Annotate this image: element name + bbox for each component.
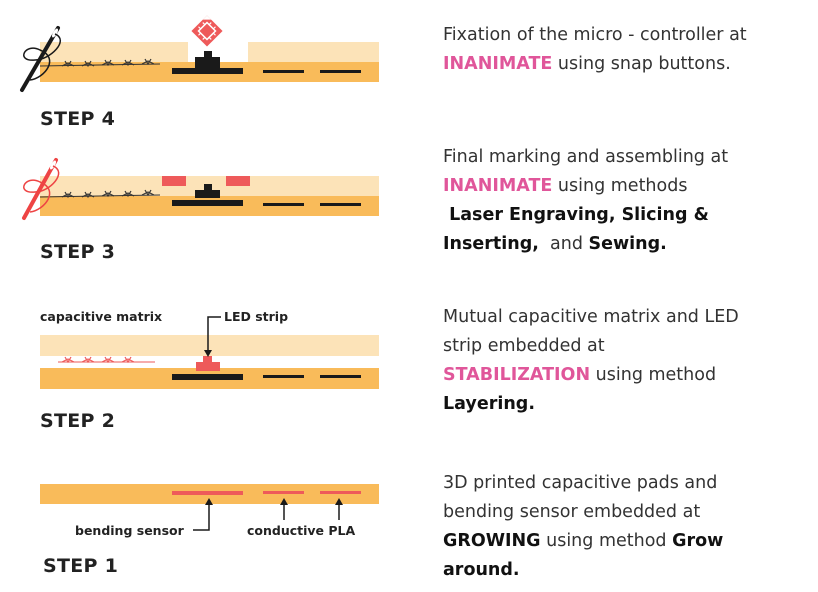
description-line: Layering. (443, 390, 803, 419)
step-1-diagram (40, 484, 379, 531)
pad-conductor (263, 203, 304, 206)
pad-conductor (263, 70, 304, 73)
pad-conductor (320, 375, 361, 378)
top-fabric-layer (248, 42, 379, 62)
step-3-diagram (22, 158, 379, 220)
arrow-up-icon (205, 498, 213, 505)
description-text: using methods (552, 176, 688, 196)
step-3-label: STEP 3 (40, 241, 116, 263)
description-line: Final marking and assembling at (443, 143, 803, 172)
pad-conductor (172, 374, 243, 380)
step-3-description: Final marking and assembling at INANIMATE… (443, 143, 803, 259)
conductive-pla-label: conductive PLA (247, 523, 356, 538)
description-text: bending sensor embedded at (443, 502, 701, 522)
bending-sensor-label: bending sensor (75, 523, 184, 538)
led-marker (162, 176, 186, 186)
top-fabric-layer (40, 335, 379, 356)
description-line: STABILIZATION using method (443, 361, 803, 390)
capacitive-pad (320, 491, 361, 494)
description-text: and (538, 234, 589, 254)
snap-base (195, 57, 220, 68)
snap-base (204, 184, 212, 190)
needle-thread-icon (22, 158, 60, 220)
description-line: around. (443, 556, 803, 585)
description-text: using method (540, 531, 673, 551)
step-4-label: STEP 4 (40, 108, 116, 130)
method-name: around. (443, 560, 520, 580)
description-text: using method (590, 365, 717, 385)
description-line: bending sensor embedded at (443, 498, 803, 527)
led-strip (196, 362, 220, 371)
pad-conductor (263, 375, 304, 378)
snap-base (204, 51, 212, 57)
pad-conductor (172, 68, 243, 74)
stage-name: INANIMATE (443, 176, 553, 196)
method-name: Layering. (443, 394, 535, 414)
arrow-up-icon (335, 498, 343, 505)
stage-name: STABILIZATION (443, 365, 591, 385)
step-2-diagram (40, 316, 379, 389)
description-text: strip embedded at (443, 336, 605, 356)
method-name: Inserting, (443, 234, 539, 254)
description-text: Mutual capacitive matrix and LED (443, 307, 739, 327)
description-text: 3D printed capacitive pads and (443, 473, 718, 493)
step-1-label: STEP 1 (43, 555, 119, 577)
description-line: INANIMATE using snap buttons. (443, 50, 803, 79)
method-name: Sewing. (588, 234, 667, 254)
method-name: Grow (672, 531, 724, 551)
pad-conductor (320, 70, 361, 73)
capacitive-pad (263, 491, 304, 494)
led-strip-pointer (207, 316, 221, 352)
step-4-description: Fixation of the micro - controller at INA… (443, 21, 803, 79)
stage-name: INANIMATE (443, 54, 553, 74)
needle-thread-icon (20, 26, 62, 92)
description-line: Laser Engraving, Slicing & (443, 201, 803, 230)
description-line: 3D printed capacitive pads and (443, 469, 803, 498)
description-line: GROWING using method Grow (443, 527, 803, 556)
arrow-up-icon (280, 498, 288, 505)
snap-base (195, 190, 220, 198)
bending-sensor-pointer (193, 503, 210, 531)
stitch-line (39, 58, 161, 67)
description-text: using snap buttons. (552, 54, 731, 74)
step-1-description: 3D printed capacitive pads and bending se… (443, 469, 803, 585)
description-line: Mutual capacitive matrix and LED (443, 303, 803, 332)
description-line: INANIMATE using methods (443, 172, 803, 201)
bending-sensor (172, 491, 243, 495)
pad-conductor (172, 200, 243, 206)
microcontroller-chip-icon (191, 15, 223, 47)
stitch-line (39, 189, 161, 198)
description-line: Fixation of the micro - controller at (443, 21, 803, 50)
step-2-label: STEP 2 (40, 410, 116, 432)
led-strip (203, 356, 212, 362)
description-text: Final marking and assembling at (443, 147, 729, 167)
method-name: GROWING (443, 531, 541, 551)
step-4-diagram (20, 15, 379, 92)
description-text: Fixation of the micro - controller at (443, 25, 747, 45)
arrow-down-icon (204, 350, 212, 357)
description-line: strip embedded at (443, 332, 803, 361)
step-2-description: Mutual capacitive matrix and LED strip em… (443, 303, 803, 419)
pad-conductor (320, 203, 361, 206)
led-marker (226, 176, 250, 186)
method-name: Laser Engraving, Slicing & (443, 205, 709, 225)
description-line: Inserting, and Sewing. (443, 230, 803, 259)
capacitive-matrix-stitch (58, 356, 155, 363)
top-fabric-layer (40, 42, 188, 62)
capacitive-matrix-label: capacitive matrix (40, 309, 163, 324)
led-strip-label: LED strip (224, 309, 289, 324)
